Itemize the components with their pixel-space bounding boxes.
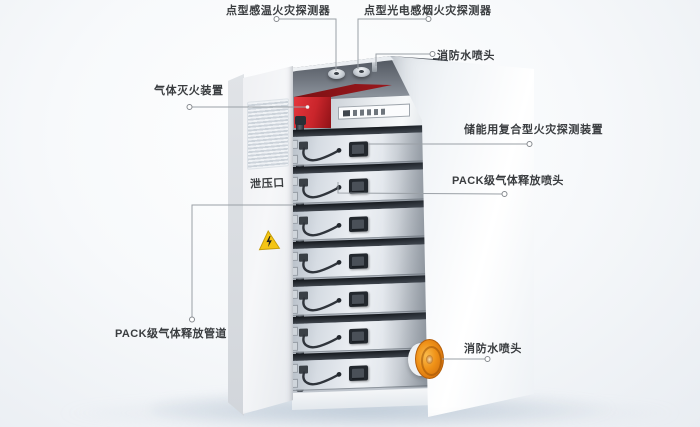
label-point-heat-detector: 点型感温火灾探测器 [226, 5, 331, 17]
pressure-relief-vent [247, 98, 289, 170]
composite-detector-lens [352, 331, 364, 343]
label-gas-extinguishing-device: 气体灭火装置 [154, 85, 224, 97]
label-point-photoelectric-smoke-detector: 点型光电感烟火灾探测器 [364, 5, 492, 17]
battery-module-face [291, 356, 438, 391]
sprinkler-ring [421, 346, 442, 376]
pack-gas-cable-icon [299, 178, 342, 199]
composite-detector-lens [352, 144, 364, 156]
water-sprinkler-bottom [408, 339, 446, 380]
battery-module [291, 162, 438, 204]
battery-module [291, 124, 438, 167]
pack-gas-cable-icon [299, 141, 342, 162]
battery-module-face [291, 244, 438, 279]
battery-module-face [291, 318, 438, 354]
pack-gas-cable-icon [299, 365, 342, 386]
battery-module-face [291, 169, 438, 204]
pack-gas-cable-icon [299, 328, 342, 349]
label-composite-fire-detector: 储能用复合型火灾探测装置 [464, 124, 604, 136]
smoke-detector-icon [353, 67, 370, 77]
control-display [338, 103, 410, 120]
pressure-relief-label: 泄压口 [249, 177, 286, 191]
leader-ring [186, 104, 193, 110]
leader-detector-heat [279, 18, 337, 71]
composite-detector-unit [349, 365, 368, 382]
battery-module [291, 349, 438, 391]
composite-detector-lens [352, 294, 364, 306]
composite-detector-unit [349, 253, 368, 270]
label-fire-water-sprinkler-top: 消防水喷头 [437, 50, 495, 62]
battery-module [291, 311, 438, 354]
composite-detector-unit [349, 216, 368, 232]
heat-detector-icon [328, 69, 345, 79]
composite-detector-lens [352, 256, 364, 269]
battery-module-stack [291, 124, 438, 392]
battery-module-face [291, 206, 438, 242]
electric-hazard-icon [257, 229, 281, 255]
cabinet-left-side [228, 74, 244, 416]
battery-module-face [291, 281, 438, 316]
label-pack-gas-release-pipe: PACK级气体释放管道 [115, 328, 227, 340]
battery-module-face [291, 131, 438, 167]
composite-detector-lens [352, 368, 364, 381]
leader-ring [429, 51, 436, 57]
cabinet-left-door: 泄压口 [243, 66, 293, 414]
composite-detector-unit [349, 328, 368, 344]
composite-detector-unit [349, 141, 368, 158]
battery-module [291, 274, 438, 316]
composite-detector-lens [352, 219, 364, 231]
sprinkler-core [426, 355, 433, 364]
water-sprinkler-nozzle-icon [372, 61, 377, 72]
battery-module [291, 199, 438, 242]
pack-gas-cable-icon [299, 291, 342, 311]
composite-detector-unit [349, 178, 368, 195]
pipe-elbow [295, 116, 306, 125]
composite-detector-lens [352, 181, 364, 194]
label-fire-water-sprinkler-bottom: 消防水喷头 [464, 343, 522, 355]
pack-gas-cable-icon [299, 216, 342, 237]
pack-gas-cable-icon [299, 253, 342, 274]
battery-module [291, 237, 438, 279]
label-pack-gas-release-nozzle: PACK级气体释放喷头 [452, 175, 564, 187]
composite-detector-unit [349, 290, 368, 307]
leader-ring [189, 316, 195, 323]
